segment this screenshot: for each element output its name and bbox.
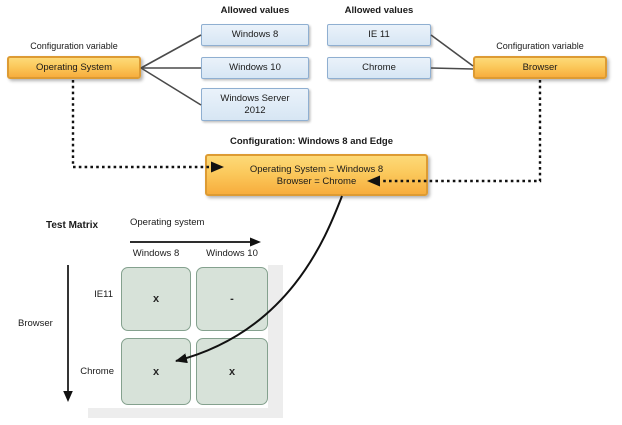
matrix-cell-chrome-windows10: x — [196, 338, 268, 405]
configuration-title: Configuration: Windows 8 and Edge — [230, 136, 393, 147]
configuration-line-os: Operating System = Windows 8 — [249, 163, 384, 175]
browser-variable-box: Browser — [473, 56, 607, 79]
browser-value-ie11-box: IE 11 — [327, 24, 431, 46]
os-value-windows10-label: Windows 10 — [229, 62, 281, 73]
matrix-cell-value: - — [230, 293, 234, 305]
os-variable-box: Operating System — [7, 56, 141, 79]
matrix-col-header-windows8: Windows 8 — [132, 248, 180, 259]
os-value-windows-server-label: Windows Server 2012 — [220, 92, 290, 116]
browser-variable-box-label: Browser — [522, 62, 558, 73]
os-allowed-values-title: Allowed values — [220, 5, 290, 16]
browser-value-ie11-label: IE 11 — [368, 29, 390, 40]
configuration-box: Operating System = Windows 8 Browser = C… — [205, 154, 428, 196]
os-value-windows10-box: Windows 10 — [201, 57, 309, 79]
os-value-windows8-label: Windows 8 — [231, 29, 279, 40]
matrix-shadow-bottom — [88, 408, 283, 418]
os-value-windows-server-box: Windows Server 2012 — [201, 88, 309, 121]
matrix-cell-ie11-windows10: - — [196, 267, 268, 331]
test-matrix-title: Test Matrix — [46, 220, 99, 231]
matrix-col-header-windows10: Windows 10 — [206, 248, 258, 259]
matrix-row-header-ie11: IE11 — [94, 289, 113, 300]
matrix-y-axis-label: Browser — [18, 318, 53, 329]
os-variable-box-label: Operating System — [35, 62, 113, 73]
matrix-cell-value: x — [152, 293, 160, 305]
os-to-config-dotted-arrow — [71, 80, 211, 169]
os-variable-caption: Configuration variable — [30, 41, 118, 51]
matrix-y-axis-arrowhead-icon — [63, 391, 73, 402]
matrix-row-header-chrome: Chrome — [80, 366, 114, 377]
os-values-connectors — [140, 34, 202, 106]
matrix-x-axis-label: Operating system — [130, 217, 205, 228]
matrix-shadow-right — [268, 265, 283, 418]
browser-value-chrome-label: Chrome — [362, 62, 396, 73]
browser-value-chrome-box: Chrome — [327, 57, 431, 79]
browser-variable-caption: Configuration variable — [496, 41, 584, 51]
os-value-windows8-box: Windows 8 — [201, 24, 309, 46]
matrix-cell-chrome-windows8: x — [121, 338, 191, 405]
configuration-line-browser: Browser = Chrome — [276, 175, 357, 187]
matrix-cell-ie11-windows8: x — [121, 267, 191, 331]
browser-allowed-values-title: Allowed values — [344, 5, 414, 16]
matrix-x-axis-arrowhead-icon — [250, 237, 261, 247]
matrix-cell-value: x — [228, 365, 236, 378]
matrix-cell-value: x — [152, 365, 160, 378]
browser-values-connectors — [430, 34, 474, 70]
